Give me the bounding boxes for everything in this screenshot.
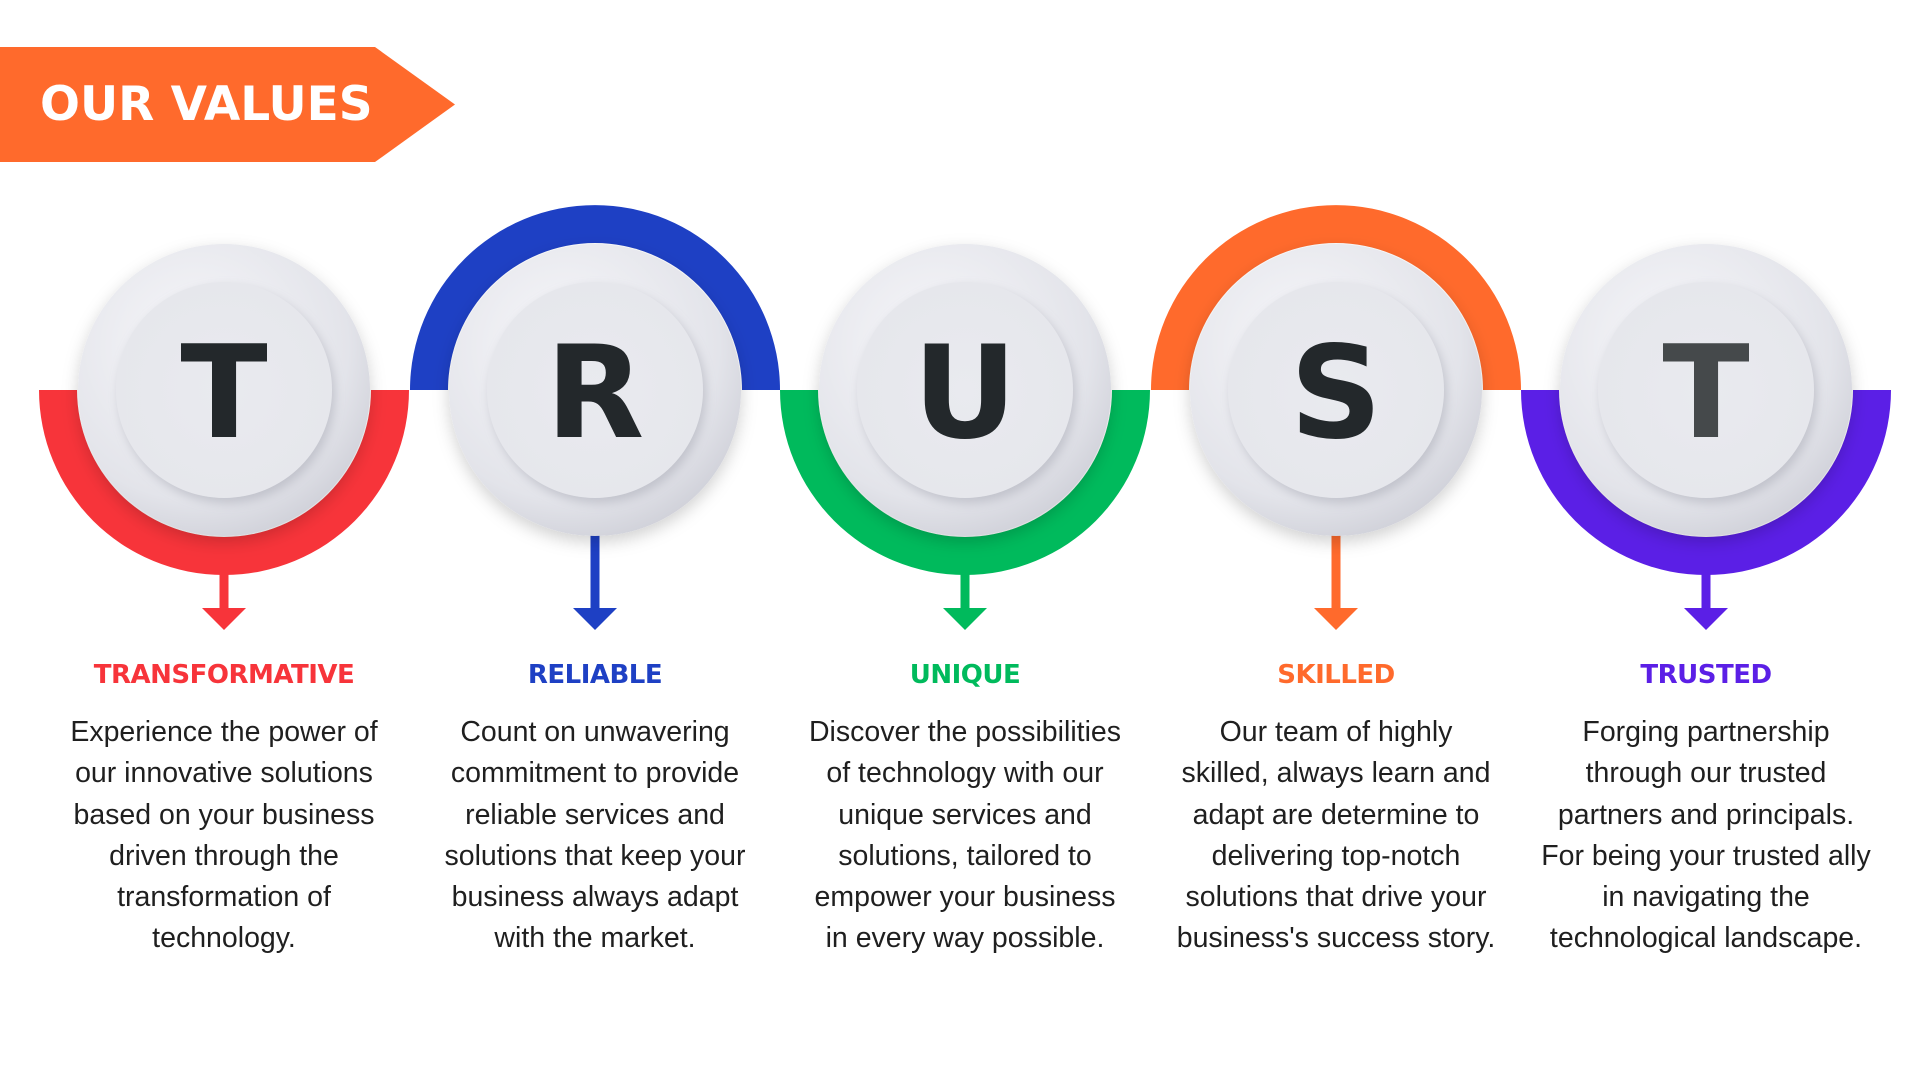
value-title-skilled: SKILLED: [1277, 660, 1395, 690]
banner-title: OUR VALUES: [40, 77, 373, 132]
letter-u: U: [913, 319, 1017, 468]
description-line: Our team of highly: [1219, 716, 1453, 748]
letter-s: S: [1289, 319, 1383, 468]
description-line: in navigating the: [1602, 881, 1810, 914]
letter-t-final: T: [1662, 319, 1750, 468]
description-line: Experience the power of: [70, 716, 378, 748]
description-line: Count on unwavering: [460, 716, 730, 748]
trusted-inner-circle: [1598, 282, 1814, 498]
our-values-banner: OUR VALUES: [0, 47, 455, 162]
description-line: in every way possible.: [825, 922, 1105, 955]
description-line: with the market.: [494, 922, 696, 955]
banner-arrow-shape: [0, 47, 455, 162]
description-line: based on your business: [73, 798, 375, 831]
description-line: technological landscape.: [1549, 922, 1863, 955]
description-line: business's success story.: [1176, 922, 1496, 955]
description-line: solutions that keep your: [444, 839, 746, 872]
unique-arrow-head: [943, 608, 987, 630]
unique-arc: [780, 390, 1150, 575]
value-description-unique: Discover the possibilities of technology…: [787, 712, 1143, 960]
value-title-trusted: TRUSTED: [1640, 660, 1772, 690]
description-line: technology.: [152, 922, 296, 955]
value-node-5: [1521, 244, 1891, 630]
description-line: our innovative solutions: [75, 757, 373, 790]
value-description-trusted: Forging partnership through our trusted …: [1528, 712, 1884, 960]
value-node-1: [39, 244, 409, 630]
transformative-arc: [39, 390, 409, 575]
reliable-arrow-head: [573, 608, 617, 630]
value-description-skilled: Our team of highly skilled, always learn…: [1158, 712, 1514, 960]
description-line: through our trusted: [1585, 757, 1827, 790]
reliable-inner-circle: [487, 282, 703, 498]
description-line: For being your trusted ally: [1541, 839, 1871, 872]
letter-t: T: [180, 319, 268, 468]
skilled-inner-circle: [1228, 282, 1444, 498]
letter-r: R: [545, 319, 645, 468]
description-line: transformation of: [117, 881, 331, 914]
description-line: Discover the possibilities: [808, 716, 1122, 748]
description-line: partners and principals.: [1557, 798, 1855, 831]
reliable-arc: [410, 205, 780, 390]
value-description-transformative: Experience the power of our innovative s…: [46, 712, 402, 960]
description-line: business always adapt: [451, 881, 739, 914]
description-line: empower your business: [814, 881, 1116, 914]
description-line: skilled, always learn and: [1181, 757, 1491, 790]
trusted-arc: [1521, 390, 1891, 575]
value-node-2: [410, 205, 780, 630]
description-line: adapt are determine to: [1192, 798, 1480, 831]
description-line: reliable services and: [465, 798, 725, 831]
value-node-4: [1151, 205, 1521, 630]
description-line: of technology with our: [826, 757, 1104, 790]
description-line: commitment to provide: [450, 757, 740, 790]
description-line: delivering top-notch: [1211, 839, 1461, 872]
transformative-arrow-head: [202, 608, 246, 630]
value-title-transformative: TRANSFORMATIVE: [93, 660, 355, 690]
value-description-reliable: Count on unwavering commitment to provid…: [417, 712, 773, 960]
description-line: Forging partnership: [1582, 716, 1830, 748]
trusted-arrow-head: [1684, 608, 1728, 630]
value-title-reliable: RELIABLE: [527, 660, 663, 690]
description-line: solutions that drive your: [1185, 881, 1487, 914]
transformative-inner-circle: [116, 282, 332, 498]
value-title-unique: UNIQUE: [909, 660, 1021, 690]
value-node-3: [780, 244, 1150, 630]
unique-inner-circle: [857, 282, 1073, 498]
skilled-arc: [1151, 205, 1521, 390]
description-line: driven through the: [109, 839, 339, 872]
skilled-arrow-head: [1314, 608, 1358, 630]
description-line: solutions, tailored to: [838, 839, 1092, 872]
description-line: unique services and: [838, 798, 1092, 831]
